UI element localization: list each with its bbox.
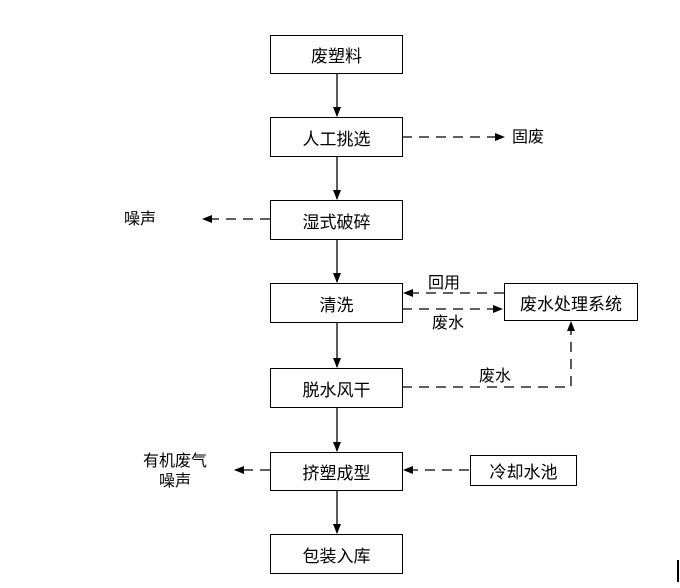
label-organic-gas: 有机废气 <box>142 451 207 470</box>
node-waste-plastic: 废塑料 <box>270 35 403 74</box>
arrow-dewater-to-wastewater-system <box>402 321 575 388</box>
label-noise-extrusion: 噪声 <box>158 471 191 490</box>
node-manual-sorting: 人工挑选 <box>270 117 403 157</box>
node-dewater-dry: 脱水风干 <box>270 368 403 408</box>
label-solid-waste: 固废 <box>512 127 545 146</box>
node-wet-crushing: 湿式破碎 <box>270 200 403 240</box>
label-wastewater-cleaning: 废水 <box>432 313 465 332</box>
label-reuse: 回用 <box>428 273 461 292</box>
label-wastewater-dewater: 废水 <box>479 366 512 385</box>
node-cooling-pool: 冷却水池 <box>470 455 577 486</box>
node-extrusion: 挤塑成型 <box>270 452 403 491</box>
page-edge-mark <box>677 560 679 582</box>
label-noise-crushing: 噪声 <box>124 209 157 228</box>
node-wastewater-system: 废水处理系统 <box>504 283 638 321</box>
node-package-storage: 包装入库 <box>270 534 403 574</box>
node-cleaning: 清洗 <box>270 283 403 323</box>
